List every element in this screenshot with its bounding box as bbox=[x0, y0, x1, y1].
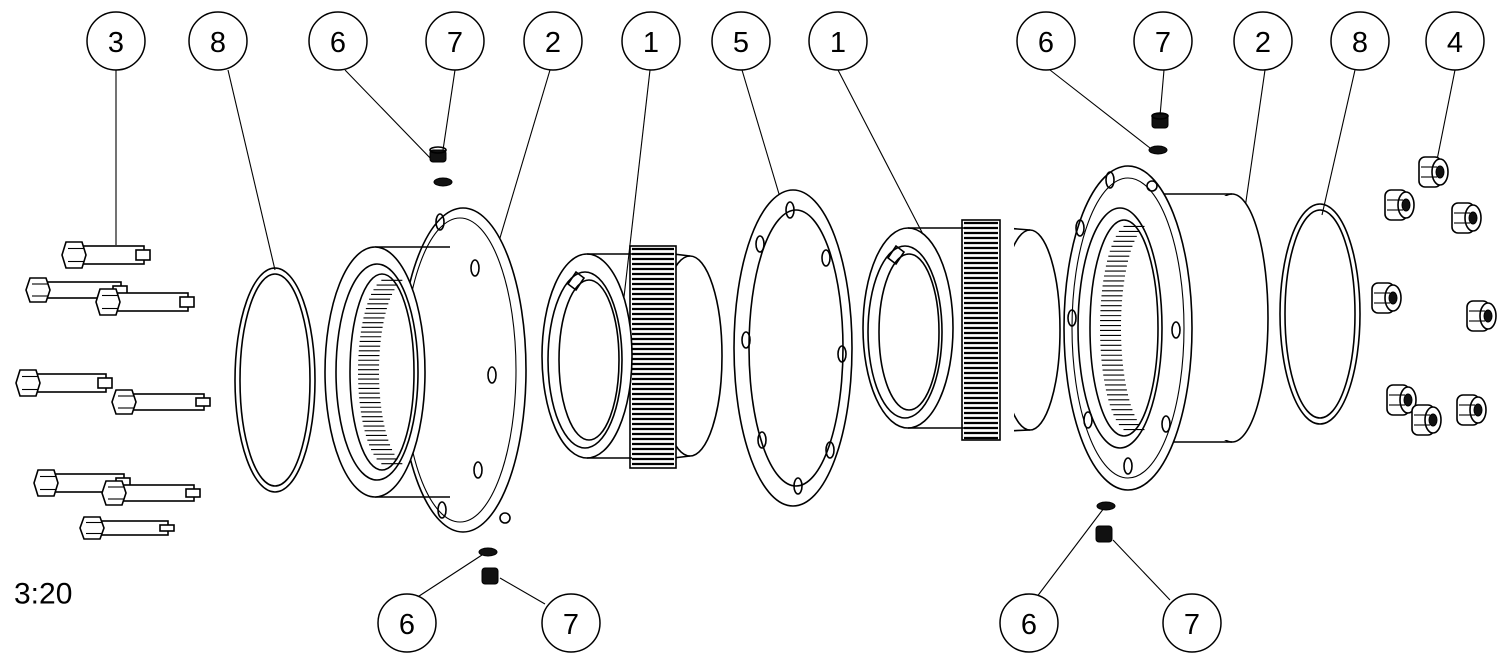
balloon-7-bottom-right: 7 bbox=[1162, 593, 1222, 653]
svg-text:1: 1 bbox=[830, 27, 846, 59]
balloon-8-top-left: 8 bbox=[188, 11, 248, 71]
svg-text:7: 7 bbox=[563, 609, 579, 641]
leader-lines bbox=[115, 69, 1456, 605]
svg-text:7: 7 bbox=[1184, 609, 1200, 641]
hex-nut bbox=[1451, 202, 1482, 234]
flange-sleeve-left bbox=[324, 207, 527, 533]
balloon-7-top-left: 7 bbox=[425, 11, 485, 71]
scale-label: 3:20 bbox=[14, 578, 72, 611]
svg-text:7: 7 bbox=[1155, 27, 1171, 59]
balloon-7-bottom-left: 7 bbox=[541, 593, 601, 653]
hex-nut bbox=[1386, 384, 1417, 416]
balloon-6-top-right: 6 bbox=[1016, 11, 1076, 71]
hex-bolt-set bbox=[15, 241, 211, 540]
balloon-1-top-left: 1 bbox=[621, 11, 681, 71]
balloon-2-top-left: 2 bbox=[523, 11, 583, 71]
hex-nut bbox=[1456, 394, 1487, 426]
balloon-5-top: 5 bbox=[711, 11, 771, 71]
svg-text:3: 3 bbox=[108, 27, 124, 59]
flange-sleeve-right bbox=[1063, 165, 1269, 491]
o-ring-left bbox=[234, 267, 316, 493]
balloon-1-top-right: 1 bbox=[808, 11, 868, 71]
hex-bolt bbox=[111, 389, 211, 415]
balloon-6-bottom-left: 6 bbox=[377, 593, 437, 653]
svg-text:6: 6 bbox=[399, 609, 415, 641]
gear-teeth-right bbox=[961, 219, 1001, 441]
hex-bolt bbox=[95, 288, 195, 316]
internal-spline-right bbox=[1100, 225, 1145, 431]
hex-bolt bbox=[61, 241, 151, 269]
o-ring-right bbox=[1279, 203, 1361, 425]
hex-nut bbox=[1418, 156, 1449, 188]
bolt-holes-right bbox=[1067, 171, 1181, 475]
svg-text:1: 1 bbox=[643, 27, 659, 59]
washer-and-plug-set bbox=[429, 112, 1169, 585]
svg-text:6: 6 bbox=[1021, 609, 1037, 641]
balloon-8-top-right: 8 bbox=[1330, 11, 1390, 71]
svg-text:5: 5 bbox=[733, 27, 749, 59]
bolt-holes-left bbox=[435, 213, 511, 524]
svg-text:8: 8 bbox=[1352, 27, 1368, 59]
hex-bolt bbox=[15, 369, 113, 397]
hex-nut bbox=[1466, 300, 1497, 332]
svg-text:8: 8 bbox=[210, 27, 226, 59]
gear-hub-left bbox=[541, 245, 723, 469]
balloon-4-top: 4 bbox=[1425, 11, 1485, 71]
svg-text:6: 6 bbox=[330, 27, 346, 59]
svg-text:4: 4 bbox=[1447, 27, 1463, 59]
svg-text:2: 2 bbox=[545, 27, 561, 59]
balloon-6-bottom-right: 6 bbox=[999, 593, 1059, 653]
balloon-2-top-right: 2 bbox=[1233, 11, 1293, 71]
balloon-6-top-left: 6 bbox=[308, 11, 368, 71]
svg-text:6: 6 bbox=[1038, 27, 1054, 59]
hex-nut-set bbox=[1371, 156, 1497, 436]
gear-hub-right bbox=[862, 219, 1061, 441]
balloon-3-top: 3 bbox=[86, 11, 146, 71]
hex-nut bbox=[1371, 282, 1402, 314]
svg-text:7: 7 bbox=[447, 27, 463, 59]
balloon-7-top-right: 7 bbox=[1133, 11, 1193, 71]
hex-nut bbox=[1384, 189, 1415, 221]
gasket bbox=[733, 189, 853, 507]
gear-teeth-left bbox=[629, 245, 677, 469]
internal-spline-left bbox=[358, 279, 403, 465]
svg-text:2: 2 bbox=[1255, 27, 1271, 59]
hex-bolt bbox=[101, 480, 201, 506]
hex-bolt bbox=[79, 516, 175, 540]
hex-nut bbox=[1411, 404, 1442, 436]
